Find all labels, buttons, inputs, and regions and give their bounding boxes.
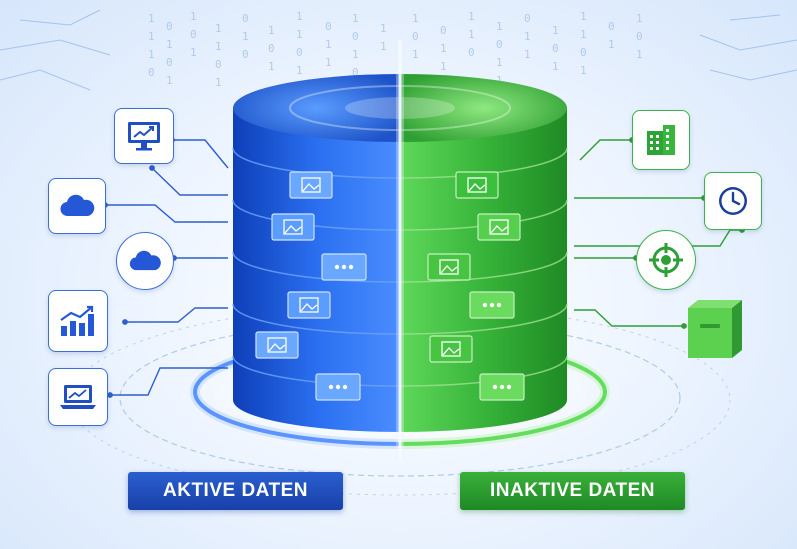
- image-icon: [429, 335, 473, 363]
- cloud-icon: [116, 232, 174, 290]
- svg-text:0: 0: [215, 58, 222, 71]
- svg-text:1: 1: [552, 24, 559, 37]
- svg-text:1: 1: [440, 60, 447, 73]
- image-icon: [255, 331, 299, 359]
- svg-text:1: 1: [166, 74, 173, 87]
- svg-text:1: 1: [468, 10, 475, 23]
- svg-text:1: 1: [268, 24, 275, 37]
- svg-text:1: 1: [190, 10, 197, 23]
- svg-text:1: 1: [242, 30, 249, 43]
- svg-text:1: 1: [325, 56, 332, 69]
- svg-text:0: 0: [166, 20, 173, 33]
- svg-text:1: 1: [380, 22, 387, 35]
- active-data-tiles: [255, 171, 367, 401]
- svg-text:1: 1: [412, 48, 419, 61]
- office-building-icon: [632, 110, 690, 170]
- svg-text:0: 0: [296, 46, 303, 59]
- svg-text:1: 1: [148, 48, 155, 61]
- laptop-chart-icon: [48, 368, 108, 426]
- svg-text:1: 1: [608, 38, 615, 51]
- image-icon: [477, 213, 521, 241]
- svg-text:0: 0: [352, 30, 359, 43]
- inactive-data-tiles: [427, 171, 525, 401]
- image-icon: [427, 253, 471, 281]
- circuit-lines: [0, 9, 797, 91]
- svg-text:0: 0: [148, 66, 155, 79]
- image-icon: [271, 213, 315, 241]
- svg-text:1: 1: [380, 40, 387, 53]
- more-dots-icon: [469, 291, 515, 319]
- svg-text:1: 1: [552, 60, 559, 73]
- svg-text:1: 1: [296, 10, 303, 23]
- inactive-data-label: INAKTIVE DATEN: [460, 472, 685, 510]
- svg-text:1: 1: [296, 28, 303, 41]
- svg-text:0: 0: [412, 30, 419, 43]
- svg-text:1: 1: [325, 38, 332, 51]
- svg-text:1: 1: [524, 30, 531, 43]
- svg-text:1: 1: [524, 48, 531, 61]
- svg-text:0: 0: [325, 20, 332, 33]
- svg-text:0: 0: [496, 38, 503, 51]
- svg-text:1: 1: [580, 64, 587, 77]
- target-icon: [636, 230, 696, 290]
- svg-text:1: 1: [215, 40, 222, 53]
- svg-text:1: 1: [268, 60, 275, 73]
- svg-text:1: 1: [352, 12, 359, 25]
- svg-text:1: 1: [166, 38, 173, 51]
- svg-text:1: 1: [352, 48, 359, 61]
- svg-text:1: 1: [580, 28, 587, 41]
- svg-text:1: 1: [148, 30, 155, 43]
- more-dots-icon: [321, 253, 367, 281]
- svg-text:0: 0: [190, 28, 197, 41]
- image-icon: [455, 171, 499, 199]
- svg-text:1: 1: [496, 20, 503, 33]
- svg-text:1: 1: [468, 28, 475, 41]
- clock-icon: [704, 172, 762, 230]
- svg-text:1: 1: [580, 10, 587, 23]
- svg-text:1: 1: [496, 74, 503, 87]
- svg-text:0: 0: [468, 46, 475, 59]
- svg-text:0: 0: [580, 46, 587, 59]
- svg-text:0: 0: [242, 12, 249, 25]
- svg-text:0: 0: [268, 42, 275, 55]
- svg-text:0: 0: [440, 24, 447, 37]
- svg-text:1: 1: [636, 12, 643, 25]
- svg-text:1: 1: [296, 64, 303, 77]
- monitor-chart-icon: [114, 108, 174, 164]
- svg-text:0: 0: [166, 56, 173, 69]
- svg-text:1: 1: [636, 48, 643, 61]
- active-data-label: AKTIVE DATEN: [128, 472, 343, 510]
- svg-text:1: 1: [496, 56, 503, 69]
- svg-text:1: 1: [148, 12, 155, 25]
- svg-text:0: 0: [524, 12, 531, 25]
- image-icon: [289, 171, 333, 199]
- svg-text:1: 1: [412, 12, 419, 25]
- more-dots-icon: [315, 373, 361, 401]
- image-icon: [287, 291, 331, 319]
- svg-text:0: 0: [636, 30, 643, 43]
- archive-box-icon: [684, 294, 746, 362]
- svg-text:0: 0: [608, 20, 615, 33]
- svg-text:1: 1: [215, 76, 222, 89]
- svg-text:1: 1: [215, 22, 222, 35]
- more-dots-icon: [479, 373, 525, 401]
- cloud-icon: [48, 178, 106, 234]
- svg-text:0: 0: [242, 48, 249, 61]
- svg-text:0: 0: [552, 42, 559, 55]
- bar-chart-icon: [48, 290, 108, 352]
- svg-text:0: 0: [352, 66, 359, 79]
- svg-text:1: 1: [440, 42, 447, 55]
- svg-text:1: 1: [190, 46, 197, 59]
